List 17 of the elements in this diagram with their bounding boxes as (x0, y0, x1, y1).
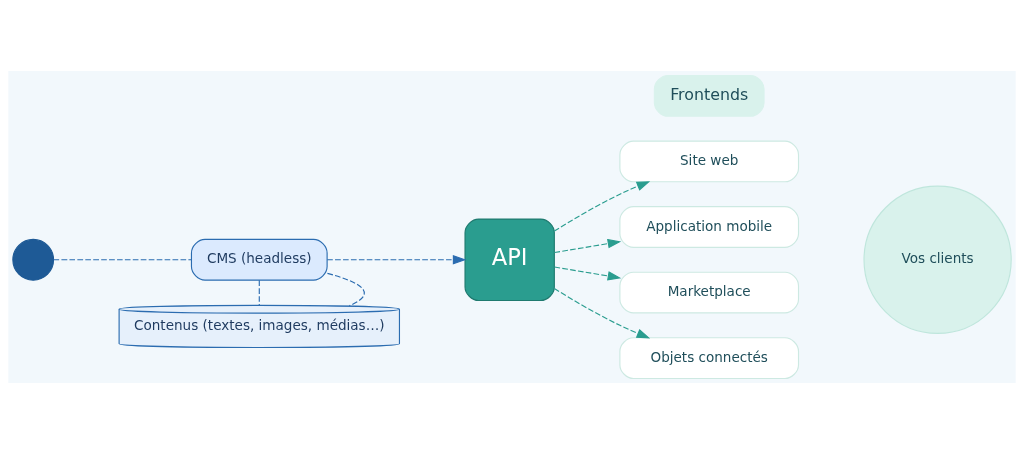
node-circle: Vos clients (863, 185, 1012, 334)
node-box: Marketplace (619, 271, 800, 313)
node-person (12, 238, 55, 281)
node-box: CMS (headless) (190, 238, 328, 281)
connector (53, 258, 192, 260)
arrow (326, 254, 467, 265)
label: Frontends (670, 84, 749, 104)
connector (258, 279, 260, 306)
arrow (554, 266, 622, 281)
node-box: Site web (619, 140, 800, 182)
node-box: Application mobile (619, 205, 800, 248)
arrow (553, 180, 651, 232)
node-box: API (464, 218, 555, 301)
arrow (554, 238, 622, 253)
arrow (553, 287, 651, 338)
connector (326, 272, 365, 306)
node-box: Objets connectés (619, 336, 800, 379)
